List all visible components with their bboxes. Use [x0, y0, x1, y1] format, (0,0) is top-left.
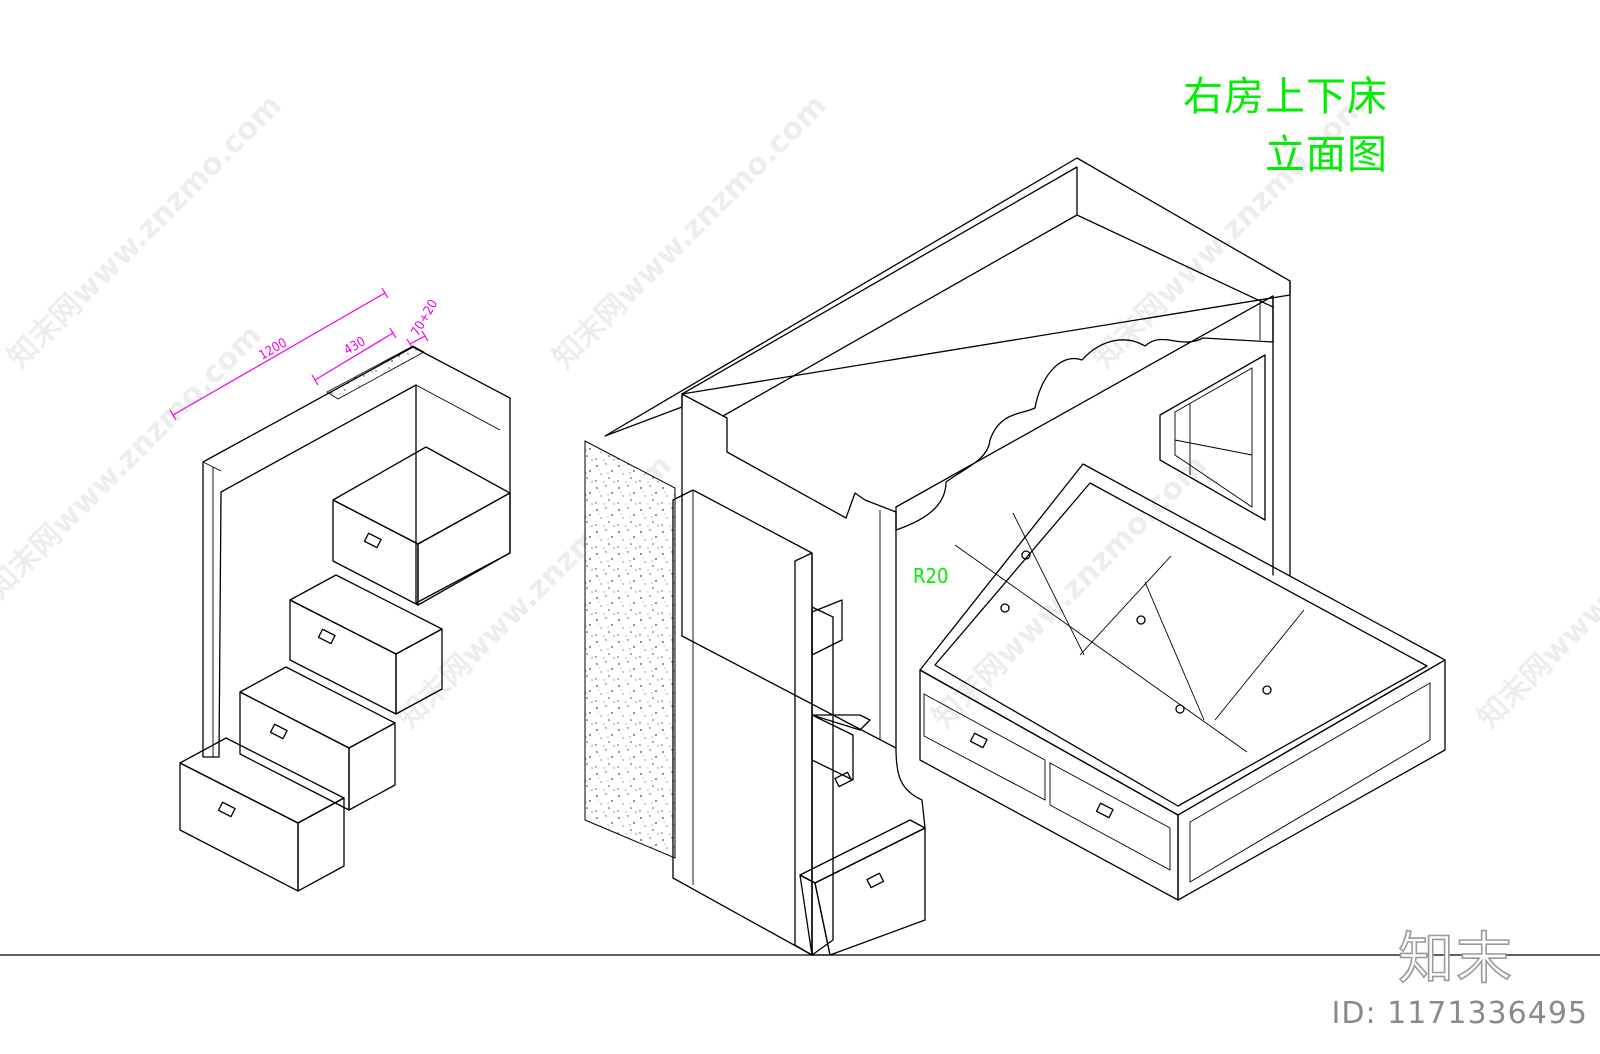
- dimension-panel: 70+20: [408, 297, 441, 339]
- step-3: [289, 574, 443, 655]
- board-knob: [1136, 615, 1146, 625]
- wardrobe-side: [672, 489, 813, 956]
- top-cap-hatch: [326, 345, 425, 400]
- watermark-text: 知末网www.znzmo.com: [546, 88, 834, 376]
- wall-texture: [584, 440, 676, 859]
- window-frame: [1159, 354, 1266, 521]
- stair-storage: [811, 606, 834, 956]
- drawer-handle: [866, 872, 885, 889]
- drawing-subtitle: 立面图: [1265, 132, 1388, 178]
- step-1: [179, 737, 345, 824]
- drawer-base: [919, 669, 1179, 901]
- id-label: ID: 1171336495: [1331, 996, 1588, 1031]
- drawer-handle: [217, 801, 236, 818]
- watermarks: 知末网www.znzmo.com 知末网www.znzmo.com 知末网www…: [0, 88, 1600, 736]
- board-knob: [1175, 704, 1185, 714]
- board-knob: [1021, 550, 1031, 560]
- brand-logo: 知末: [1397, 926, 1514, 993]
- watermark-text: 知末网www.znzmo.com: [926, 448, 1214, 736]
- bunk-bed: R20: [584, 157, 1446, 956]
- radius-annotation: R20: [913, 564, 948, 588]
- watermark-text: 知末网www.znzmo.com: [0, 318, 269, 606]
- stair-side-panel: [202, 346, 511, 758]
- drawer-handle: [969, 732, 988, 749]
- watermark-text: 知末网www.znzmo.com: [1471, 448, 1600, 736]
- guard-rail: [895, 295, 1274, 531]
- drawing-title: 右房上下床: [1183, 74, 1388, 120]
- end-panel: [681, 393, 897, 749]
- stair-detail: 1200 430 70+20: [169, 287, 511, 892]
- dimension-step-depth: 430: [342, 334, 369, 358]
- board-knob: [1262, 685, 1272, 695]
- drawer-handle: [1095, 802, 1114, 819]
- footboard: [1177, 659, 1446, 901]
- board-knob: [1000, 603, 1010, 613]
- step-4: [332, 446, 511, 545]
